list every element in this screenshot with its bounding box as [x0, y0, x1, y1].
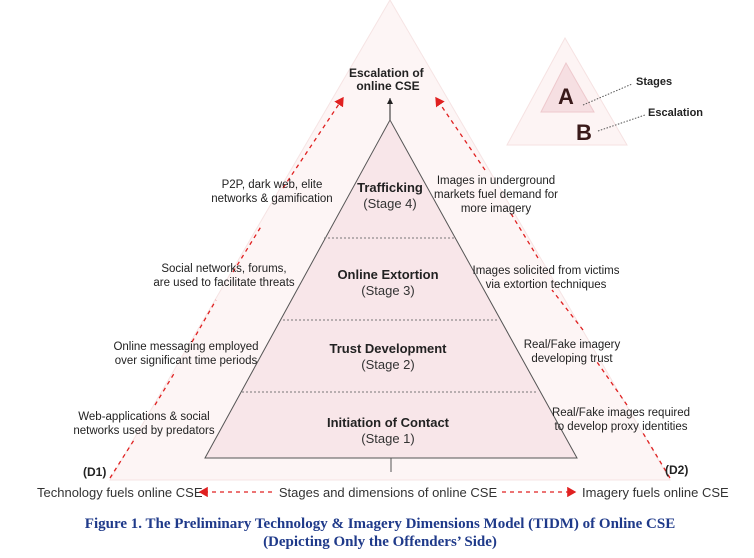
- stages-dimensions-label: Stages and dimensions of online CSE: [279, 485, 498, 500]
- stage-2: Trust Development (Stage 2): [329, 341, 447, 372]
- figure-caption: Figure 1. The Preliminary Technology & I…: [85, 516, 675, 532]
- legend: A B Stages Escalation: [506, 36, 703, 146]
- svg-text:Online Extortion: Online Extortion: [337, 267, 438, 282]
- svg-text:Trust Development: Trust Development: [329, 341, 447, 356]
- legend-escalation-label: Escalation: [648, 107, 703, 119]
- legend-b: B: [576, 120, 592, 145]
- legend-stages-label: Stages: [636, 76, 672, 88]
- stage-1: Initiation of Contact (Stage 1): [327, 415, 450, 446]
- svg-text:Initiation of Contact: Initiation of Contact: [327, 415, 450, 430]
- apex-label: Escalation of online CSE: [349, 66, 427, 93]
- svg-text:(Stage 3): (Stage 3): [361, 283, 414, 298]
- technology-label-stage-3: Social networks, forums,are used to faci…: [153, 263, 295, 289]
- dimension-d1-label: (D1): [83, 465, 106, 479]
- figure-caption-subtitle: (Depicting Only the Offenders’ Side): [263, 534, 497, 550]
- svg-text:(Stage 2): (Stage 2): [361, 357, 414, 372]
- svg-text:(Stage 1): (Stage 1): [361, 431, 414, 446]
- svg-text:(Stage 4): (Stage 4): [363, 196, 416, 211]
- stage-4: Trafficking (Stage 4): [357, 180, 423, 211]
- technology-dimension-line: [109, 96, 344, 479]
- imagery-fuels-label: Imagery fuels online CSE: [582, 485, 729, 500]
- legend-a: A: [558, 84, 574, 109]
- dimension-d2-label: (D2): [665, 463, 688, 477]
- stage-3: Online Extortion (Stage 3): [337, 267, 438, 298]
- svg-text:Trafficking: Trafficking: [357, 180, 423, 195]
- imagery-dimension-line: [435, 96, 671, 479]
- technology-fuels-label: Technology fuels online CSE: [37, 485, 203, 500]
